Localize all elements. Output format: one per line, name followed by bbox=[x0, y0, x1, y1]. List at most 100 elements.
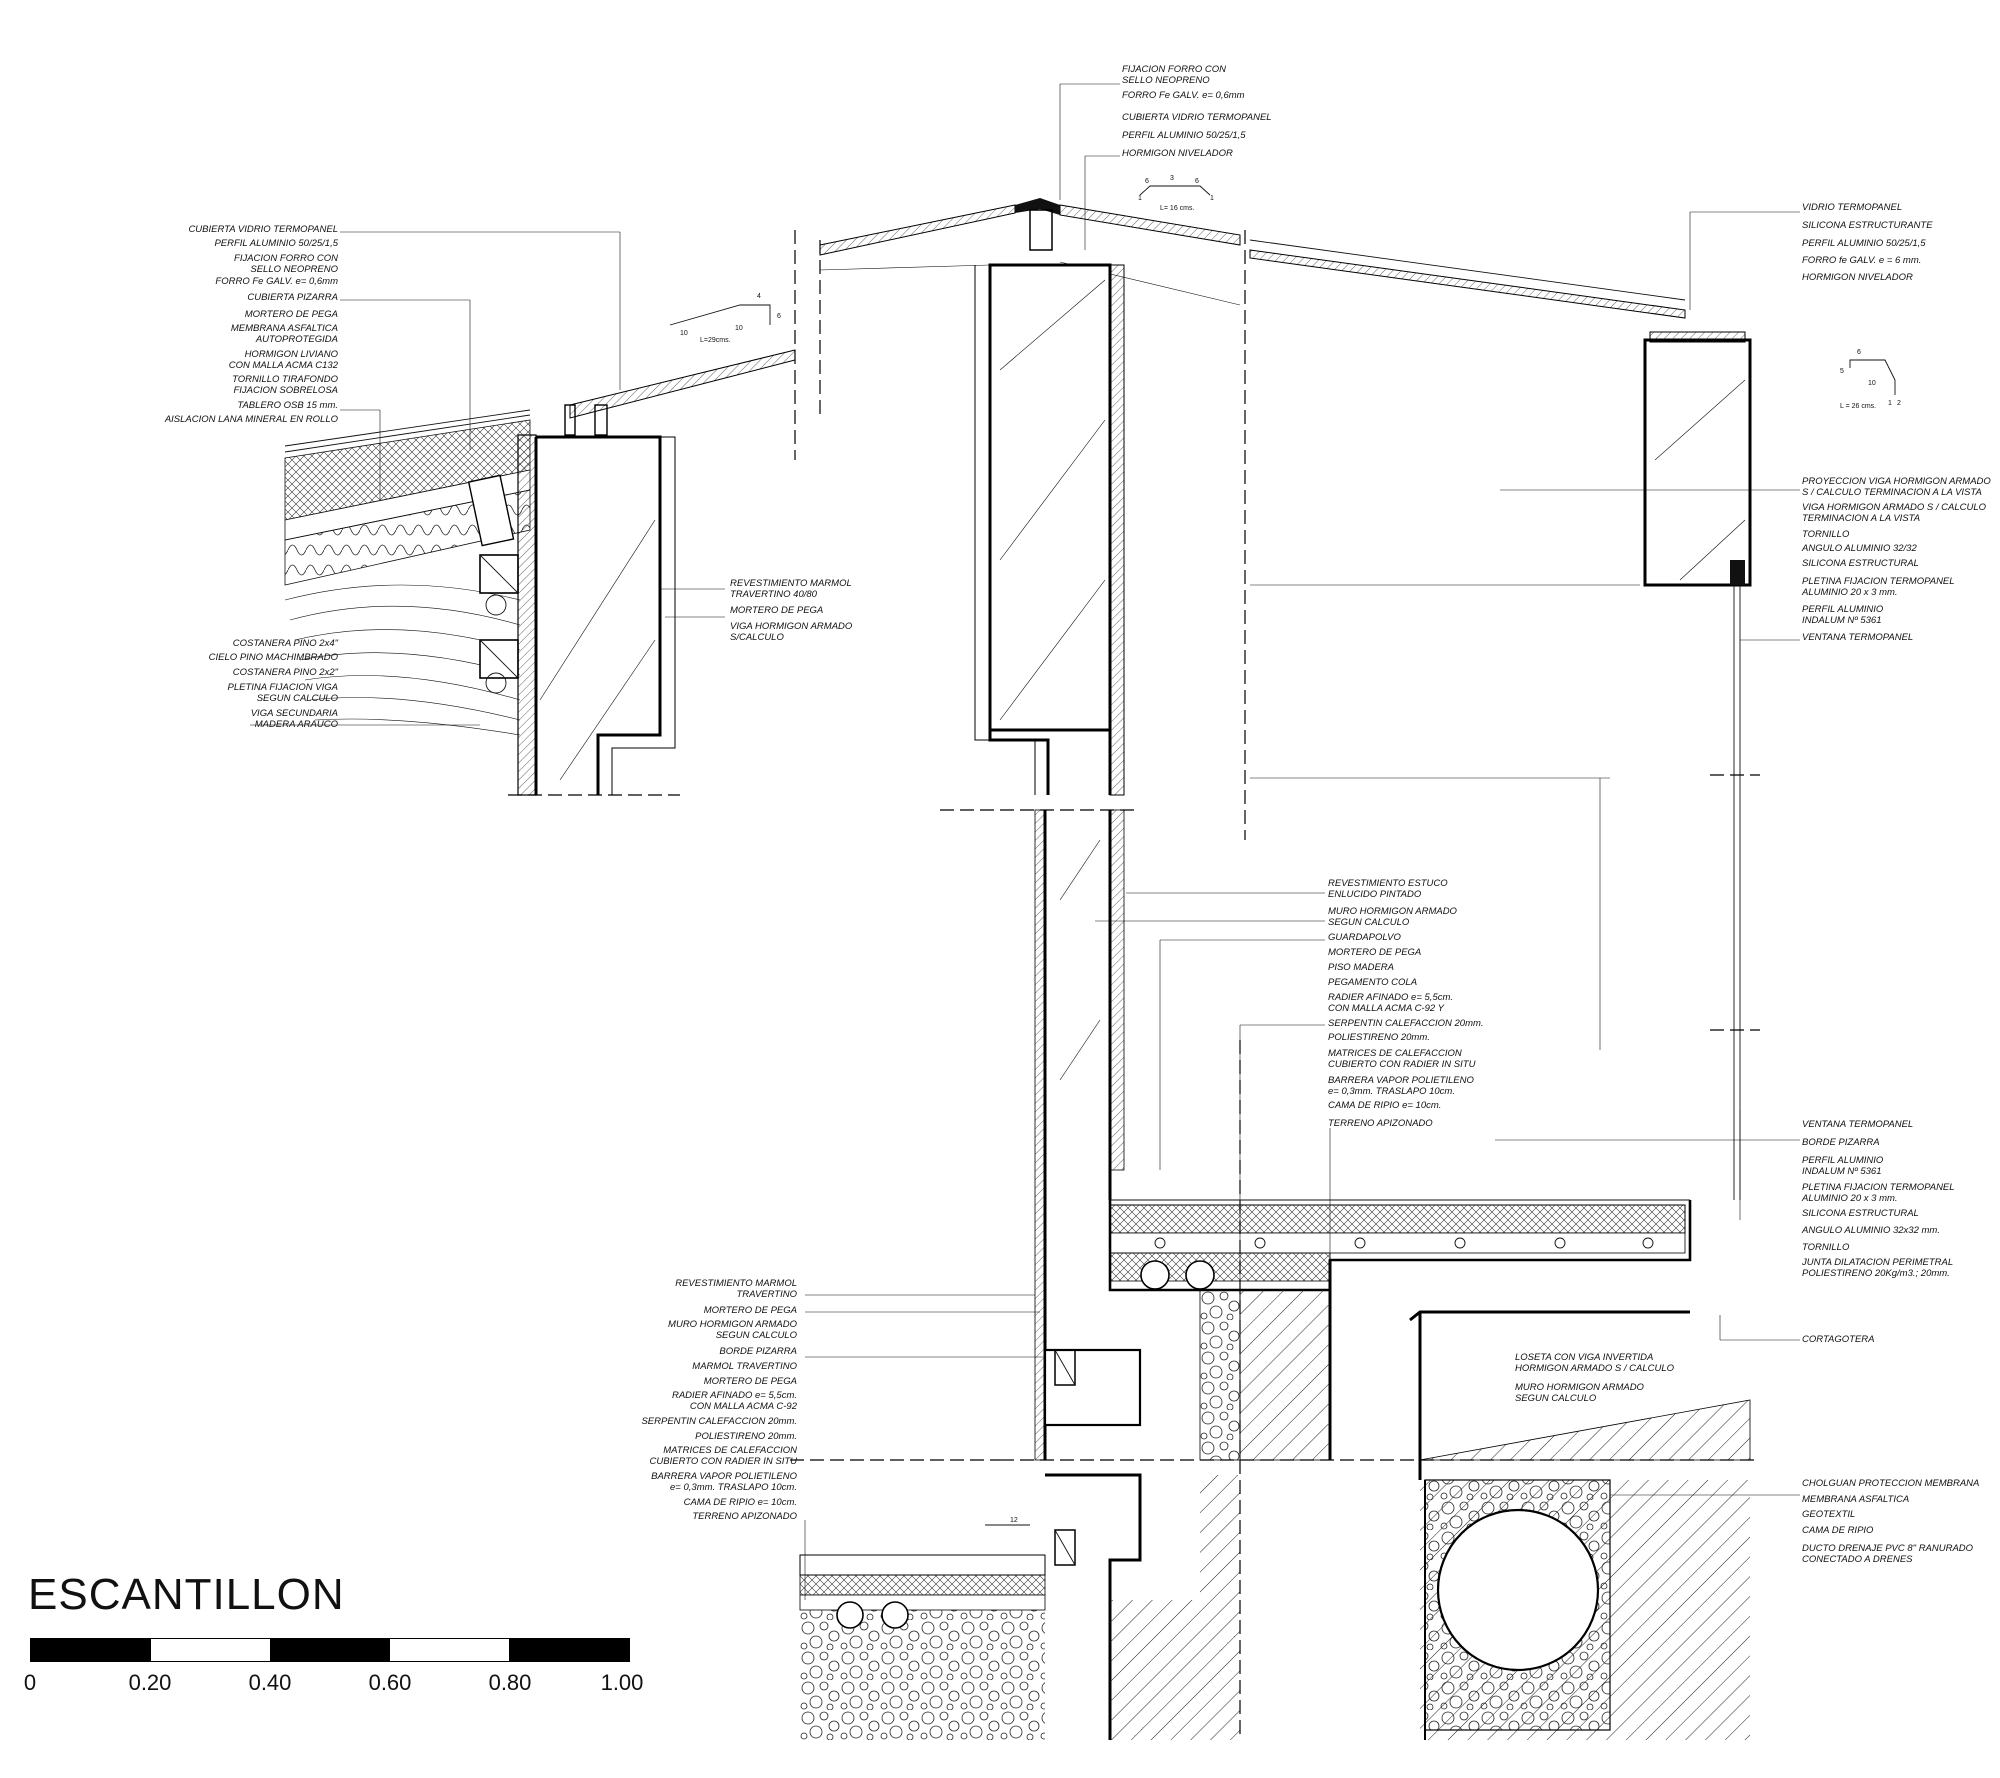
flashing-profile-left: 4 6 10 10 L=29cms. bbox=[669, 293, 781, 344]
callout-label: CON MALLA ACMA C132 bbox=[229, 360, 339, 371]
flashing-top-e: 1 bbox=[1210, 195, 1214, 202]
flashing-right-e: 2 bbox=[1897, 400, 1901, 407]
callout-label: BARRERA VAPOR POLIETILENO bbox=[1328, 1075, 1474, 1086]
callout-label: INDALUM Nº 5361 bbox=[1802, 1166, 1882, 1177]
flashing-right-a: 6 bbox=[1857, 349, 1861, 356]
callout-label: CUBIERTA PIZARRA bbox=[247, 292, 338, 303]
flashing-top-d: 1 bbox=[1138, 195, 1142, 202]
scale-tick: 0.40 bbox=[248, 1670, 292, 1695]
callout-label: PERFIL ALUMINIO 50/25/1,5 bbox=[1802, 238, 1926, 249]
callout-label: CAMA DE RIPIO bbox=[1802, 1525, 1874, 1536]
callout-label: PERFIL ALUMINIO 50/25/1,5 bbox=[214, 238, 338, 249]
callout-label: VIGA HORMIGON ARMADO S / CALCULO bbox=[1802, 502, 1987, 513]
scale-segment bbox=[270, 1639, 390, 1661]
callout-label: PEGAMENTO COLA bbox=[1328, 977, 1417, 988]
left-label-group: CUBIERTA VIDRIO TERMOPANEL PERFIL ALUMINI… bbox=[164, 224, 339, 730]
callout-label: COSTANERA PINO 2x4" bbox=[233, 638, 339, 649]
flashing-left-len: L=29cms. bbox=[700, 337, 731, 344]
callout-label: MURO HORMIGON ARMADO bbox=[1328, 906, 1458, 917]
callout-label: TORNILLO bbox=[1802, 529, 1850, 540]
callout-label: MURO HORMIGON ARMADO bbox=[1515, 1382, 1645, 1393]
callout-label: MORTERO DE PEGA bbox=[1328, 947, 1421, 958]
callout-label: TABLERO OSB 15 mm. bbox=[237, 400, 338, 411]
callout-label: SEGUN CALCULO bbox=[1515, 1393, 1597, 1404]
callout-label: SELLO NEOPRENO bbox=[250, 264, 338, 275]
callout-label: SERPENTIN CALEFACCION 20mm. bbox=[641, 1416, 797, 1427]
callout-label: REVESTIMIENTO ESTUCO bbox=[1328, 878, 1448, 889]
callout-label: ENLUCIDO PINTADO bbox=[1328, 889, 1422, 900]
right-beam-detail bbox=[1249, 239, 1760, 1200]
callout-label: SERPENTIN CALEFACCION 20mm. bbox=[1328, 1018, 1484, 1029]
callout-label: MORTERO DE PEGA bbox=[704, 1376, 797, 1387]
scale-segment bbox=[31, 1639, 151, 1661]
callout-label: ANGULO ALUMINIO 32/32 bbox=[1801, 543, 1917, 554]
scale-tick: 0.60 bbox=[368, 1670, 412, 1695]
callout-label: PLETINA FIJACION TERMOPANEL bbox=[1802, 576, 1955, 587]
scale-bar bbox=[30, 1638, 630, 1662]
left-eave-detail bbox=[284, 230, 796, 796]
callout-label: TRAVERTINO 40/80 bbox=[730, 589, 818, 600]
callout-label: SILICONA ESTRUCTURAL bbox=[1802, 558, 1919, 569]
flashing-right-b: 5 bbox=[1840, 368, 1844, 375]
callout-label: ANGULO ALUMINIO 32x32 mm. bbox=[1801, 1225, 1940, 1236]
flashing-left-a: 4 bbox=[757, 293, 761, 300]
callout-label: HORMIGON NIVELADOR bbox=[1122, 148, 1233, 159]
callout-label: MORTERO DE PEGA bbox=[245, 309, 338, 320]
callout-label: CON MALLA ACMA C-92 Y bbox=[1328, 1003, 1445, 1014]
scale-tick: 0.80 bbox=[488, 1670, 532, 1695]
callout-label: SELLO NEOPRENO bbox=[1122, 75, 1210, 86]
callout-label: CON MALLA ACMA C-92 bbox=[690, 1401, 798, 1412]
callout-label: PROYECCION VIGA HORMIGON ARMADO bbox=[1802, 476, 1991, 487]
callout-label: CAMA DE RIPIO e= 10cm. bbox=[684, 1497, 797, 1508]
callout-label: POLIESTIRENO 20mm. bbox=[1328, 1032, 1430, 1043]
callout-label: PLETINA FIJACION TERMOPANEL bbox=[1802, 1182, 1955, 1193]
callout-label: SEGUN CALCULO bbox=[716, 1330, 798, 1341]
callout-label: GEOTEXTIL bbox=[1802, 1509, 1855, 1520]
callout-label: ALUMINIO 20 x 3 mm. bbox=[1801, 1193, 1898, 1204]
callout-label: MEMBRANA ASFALTICA bbox=[231, 323, 338, 334]
callout-label: BORDE PIZARRA bbox=[1802, 1137, 1880, 1148]
callout-label: MORTERO DE PEGA bbox=[730, 605, 823, 616]
callout-label: AUTOPROTEGIDA bbox=[255, 334, 338, 345]
callout-label: MEMBRANA ASFALTICA bbox=[1802, 1494, 1909, 1505]
callout-label: MADERA ARAUCO bbox=[255, 719, 339, 730]
callout-label: VENTANA TERMOPANEL bbox=[1802, 1119, 1913, 1130]
callout-label: CUBIERTA VIDRIO TERMOPANEL bbox=[188, 224, 338, 235]
flashing-top-a: 6 bbox=[1145, 178, 1149, 185]
callout-label: TORNILLO bbox=[1802, 1242, 1850, 1253]
leader-lines bbox=[250, 83, 1800, 1600]
scale-segment bbox=[509, 1639, 629, 1661]
callout-label: e= 0,3mm. TRASLAPO 10cm. bbox=[1328, 1086, 1455, 1097]
callout-label: PERFIL ALUMINIO bbox=[1802, 604, 1884, 615]
callout-label: MORTERO DE PEGA bbox=[704, 1305, 797, 1316]
drawing-title: ESCANTILLON bbox=[28, 1570, 345, 1619]
callout-label: TERRENO APIZONADO bbox=[692, 1511, 797, 1522]
callout-label: MARMOL TRAVERTINO bbox=[692, 1361, 797, 1372]
callout-label: REVESTIMIENTO MARMOL bbox=[730, 578, 852, 589]
flashing-left-d: 10 bbox=[735, 325, 743, 332]
callout-label: CIELO PINO MACHIMBRADO bbox=[209, 652, 339, 663]
callout-label: LOSETA CON VIGA INVERTIDA bbox=[1515, 1352, 1653, 1363]
flashing-left-b: 6 bbox=[777, 313, 781, 320]
flashing-right-len: L = 26 cms. bbox=[1840, 403, 1876, 410]
flashing-profile-top: 6 3 6 1 1 L= 16 cms. bbox=[1138, 175, 1214, 212]
callout-label: RADIER AFINADO e= 5,5cm. bbox=[1328, 992, 1453, 1003]
callout-label: SILICONA ESTRUCTURANTE bbox=[1802, 220, 1933, 231]
callout-label: CUBIERTO CON RADIER IN SITU bbox=[1328, 1059, 1476, 1070]
callout-label: PISO MADERA bbox=[1328, 962, 1394, 973]
callout-label: REVESTIMIENTO MARMOL bbox=[675, 1278, 797, 1289]
callout-label: FIJACION SOBRELOSA bbox=[233, 385, 338, 396]
flashing-top-b: 3 bbox=[1170, 175, 1174, 182]
callout-label: TERMINACION A LA VISTA bbox=[1802, 513, 1920, 524]
callout-label: CORTAGOTERA bbox=[1802, 1334, 1875, 1345]
callout-label: CHOLGUAN PROTECCION MEMBRANA bbox=[1802, 1478, 1979, 1489]
callout-label: POLIESTIRENO 20Kg/m3.; 20mm. bbox=[1802, 1268, 1950, 1279]
callout-label: CUBIERTO CON RADIER IN SITU bbox=[650, 1456, 798, 1467]
scale-segment bbox=[150, 1639, 271, 1661]
